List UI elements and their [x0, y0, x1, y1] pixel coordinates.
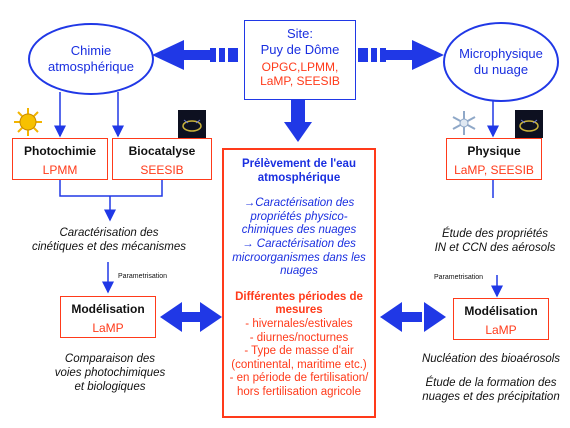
chimie-label-2: atmosphérique	[48, 59, 134, 74]
left-caract-line-1: Caractérisation des	[59, 227, 159, 239]
center-c6: nuages	[280, 265, 318, 278]
right-caract-line-1: Étude des propriétés	[441, 228, 549, 240]
physique-title: Physique	[467, 144, 521, 158]
center-p8: hors fertilisation agricole	[236, 385, 361, 398]
center-title-1: Prélèvement de l'eau	[242, 158, 356, 170]
center-p3: - hivernales/estivales	[245, 317, 353, 330]
site-labs-1: OPGC,LPMM,	[261, 60, 339, 74]
center-c1: →Caractérisation des	[243, 197, 355, 210]
microphysique-label-1: Microphysique	[459, 46, 543, 61]
left-bottom-line-1: Comparaison des	[64, 353, 156, 365]
biocatalyse-lab: SEESIB	[140, 163, 184, 177]
biocatalyse-box: Biocatalyse SEESIB	[112, 138, 212, 180]
snowflake-icon	[451, 110, 477, 136]
left-merge-line	[59, 180, 163, 197]
sun-icon	[14, 108, 42, 136]
center-p4: - diurnes/nocturnes	[249, 331, 349, 344]
left-caracterisation-text: Caractérisation des cinétiques et des mé…	[14, 226, 204, 254]
right-caract-line-2: IN et CCN des aérosols	[434, 242, 556, 254]
center-title: Prélèvement de l'eau atmosphérique	[224, 158, 374, 185]
photochimie-title: Photochimie	[23, 144, 96, 158]
center-c3: chimiques des nuages	[241, 224, 357, 237]
center-periodes: Différentes périodes de mesures - hivern…	[224, 291, 374, 400]
center-c2: propriétés physico-	[250, 210, 348, 223]
modelisation-right-lab: LaMP	[485, 323, 517, 337]
modelisation-right-box: Modélisation LaMP	[453, 298, 549, 340]
site-to-chimie-arrow	[152, 40, 238, 70]
left-caract-line-2: cinétiques et des mécanismes	[31, 241, 187, 253]
physique-lab: LaMP, SEESIB	[454, 163, 534, 177]
site-label: Site:	[286, 26, 313, 41]
biocatalyse-title: Biocatalyse	[128, 144, 196, 158]
left-double-arrow	[160, 302, 222, 332]
chimie-atmospherique-ellipse: Chimie atmosphérique	[28, 23, 154, 95]
center-p6: (continental, maritime etc.)	[231, 358, 367, 371]
center-p5: - Type de masse d'air	[244, 345, 354, 358]
left-bottom-line-3: et biologiques	[74, 381, 146, 393]
center-caracterisation: →Caractérisation des propriétés physico-…	[224, 197, 374, 279]
site-name: Puy de Dôme	[260, 42, 340, 57]
right-bottom-line-1: Nucléation des bioaérosols	[421, 353, 561, 365]
left-bottom-text: Comparaison des voies photochimiques et …	[40, 352, 180, 394]
left-bottom-line-2: voies photochimiques	[54, 367, 166, 379]
modelisation-left-title: Modélisation	[71, 302, 145, 316]
photochimie-lab: LPMM	[42, 163, 78, 177]
site-to-microphysique-arrow	[358, 40, 444, 70]
center-p7: - en période de fertilisation/	[229, 372, 369, 385]
param-label-right: Parametrisation	[434, 274, 484, 281]
center-c5: microorganismes dans les	[232, 251, 366, 264]
center-p1: Différentes périodes de	[235, 290, 363, 303]
photochimie-box: Photochimie LPMM	[12, 138, 108, 180]
bacteria-icon	[178, 110, 206, 138]
microphysique-ellipse: Microphysique du nuage	[443, 22, 559, 102]
right-bottom-text: Nucléation des bioaérosols Étude de la f…	[412, 352, 570, 404]
site-box: Site: Puy de Dôme OPGC,LPMM, LaMP, SEESI…	[244, 20, 356, 100]
bacteria-icon-right	[515, 110, 543, 138]
param-label-left: Parametrisation	[118, 273, 168, 280]
physique-box: Physique LaMP, SEESIB	[446, 138, 542, 180]
site-labs-2: LaMP, SEESIB	[260, 74, 340, 88]
microphysique-label-2: du nuage	[473, 62, 529, 77]
center-c4: → Caractérisation des	[242, 237, 356, 250]
modelisation-left-lab: LaMP	[92, 321, 124, 335]
chimie-label-1: Chimie	[70, 43, 112, 58]
modelisation-right-title: Modélisation	[464, 304, 538, 318]
right-caracterisation-text: Étude des propriétés IN et CCN des aéros…	[420, 227, 570, 255]
right-bottom-line-2: Étude de la formation des	[425, 377, 557, 389]
center-title-2: atmosphérique	[257, 171, 341, 184]
right-double-arrow	[380, 302, 446, 332]
modelisation-left-box: Modélisation LaMP	[60, 296, 156, 338]
right-bottom-line-3: nuages et des précipitation	[422, 391, 560, 403]
site-to-center-arrow	[284, 100, 312, 142]
center-prelevement-box: Prélèvement de l'eau atmosphérique →Cara…	[222, 148, 376, 418]
center-p2: mesures	[275, 304, 323, 317]
